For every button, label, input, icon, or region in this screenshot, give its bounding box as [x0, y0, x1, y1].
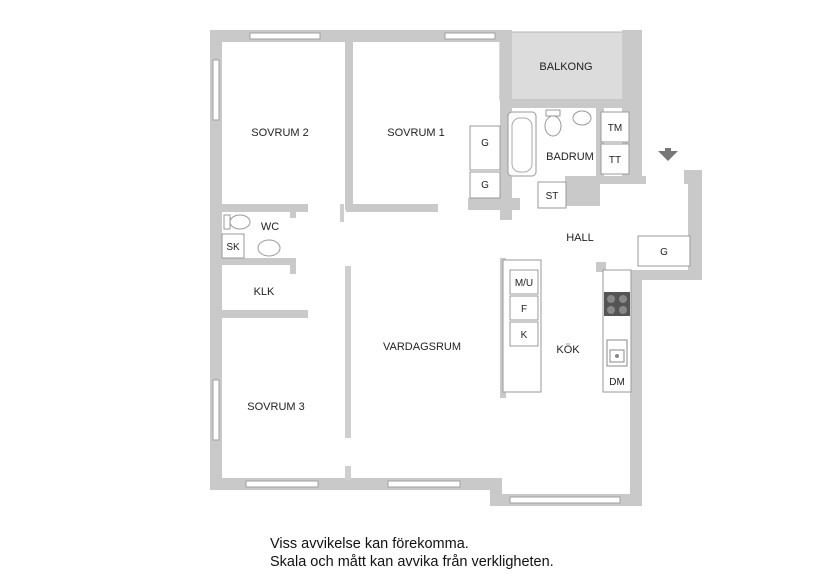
dryer-tt: TT [600, 143, 630, 175]
wc-toilet-icon [223, 214, 251, 230]
wc-sink-icon [257, 239, 281, 257]
room-wc: WC [261, 221, 279, 233]
room-sovrum-3: SOVRUM 3 [247, 401, 304, 413]
room-balkong: BALKONG [539, 61, 592, 73]
toilet-icon [544, 109, 562, 137]
interior-walls [222, 42, 646, 480]
floor-plan: G G ST TM TT G SK M/U F K [210, 30, 702, 506]
dryer-tt-label: TT [609, 155, 621, 166]
closet-g2-label: G [481, 180, 489, 191]
storage-st-label: ST [546, 191, 559, 202]
room-hall: HALL [566, 232, 594, 244]
room-sovrum-2: SOVRUM 2 [251, 127, 308, 139]
disclaimer-line-2: Skala och mått kan avvika från verklighe… [270, 554, 554, 570]
closet-sk-label: SK [226, 242, 240, 253]
microwave-oven-label: M/U [515, 278, 533, 289]
closet-g3-label: G [660, 247, 668, 258]
fridge-label: F [521, 304, 527, 315]
washer-tm-label: TM [608, 123, 622, 134]
closet-g1: G [469, 125, 501, 171]
room-klk: KLK [254, 286, 275, 298]
room-badrum: BADRUM [546, 151, 594, 163]
bathtub-icon [507, 111, 537, 177]
disclaimer: Viss avvikelse kan förekomma. Skala och … [270, 535, 554, 571]
freezer-label: K [521, 330, 528, 341]
closet-sk: SK [221, 233, 245, 259]
kitchen-counter-right: DM [602, 269, 632, 393]
closet-g2: G [469, 171, 501, 199]
room-sovrum-1: SOVRUM 1 [387, 127, 444, 139]
sink-icon [572, 110, 592, 126]
kitchen-counter-left: M/U F K [502, 259, 542, 393]
dishwasher-label: DM [609, 377, 625, 388]
closet-g3: G [637, 235, 691, 267]
entrance-arrow-icon [658, 151, 678, 161]
closet-g1-label: G [481, 138, 489, 149]
storage-st: ST [537, 181, 567, 209]
windows [212, 32, 621, 504]
disclaimer-line-1: Viss avvikelse kan förekomma. [270, 536, 469, 552]
balcony-area [499, 31, 625, 101]
washer-tm: TM [600, 111, 630, 143]
room-kok: KÖK [556, 344, 580, 356]
room-vardagsrum: VARDAGSRUM [383, 341, 461, 353]
